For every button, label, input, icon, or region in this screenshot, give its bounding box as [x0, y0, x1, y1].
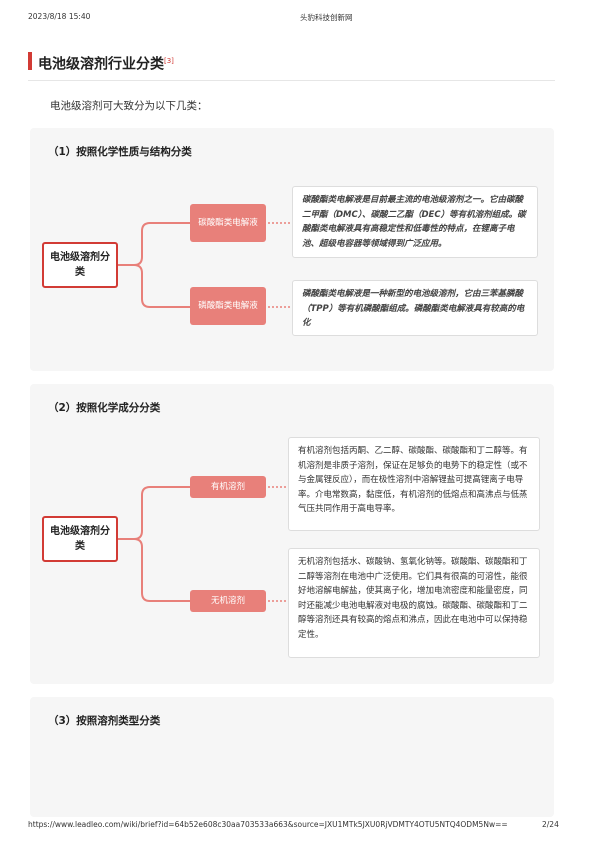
branch-node-carbonate: 碳酸酯类电解液 — [190, 204, 266, 242]
root-node: 电池级溶剂分类 — [42, 242, 118, 288]
section-chemical-composition-panel: （2）按照化学成分分类 电池级溶剂分类 有机溶剂 无机溶剂 有机溶剂包括丙酮、乙… — [30, 384, 554, 684]
reference-link[interactable]: [3] — [164, 57, 174, 65]
page-number: 2/24 — [542, 820, 559, 829]
print-header: 2023/8/18 15:40 头豹科技创新网 — [0, 8, 595, 22]
intro-text: 电池级溶剂可大致分为以下几类： — [50, 100, 208, 112]
branch-node-inorganic: 无机溶剂 — [190, 590, 266, 612]
section-title: （3）按照溶剂类型分类 — [48, 715, 161, 727]
print-footer: https://www.leadleo.com/wiki/brief?id=64… — [0, 818, 595, 832]
page-title: 电池级溶剂行业分类[3] — [38, 52, 174, 74]
title-divider — [28, 80, 555, 81]
mindmap-connectors — [118, 222, 292, 308]
root-node: 电池级溶剂分类 — [42, 516, 118, 562]
connector-branch-1 — [118, 486, 190, 540]
desc-inorganic: 无机溶剂包括水、碳酸钠、氢氧化钠等。碳酸酯、碳酸酯和丁二醇等溶剂在电池中广泛使用… — [288, 548, 540, 658]
branch-node-phosphate: 磷酸酯类电解液 — [190, 287, 266, 325]
title-accent-bar — [28, 52, 32, 70]
section-solvent-type-panel: （3）按照溶剂类型分类 — [30, 697, 554, 817]
connector-branch-2 — [133, 538, 190, 602]
desc-phosphate: 磷酸酯类电解液是一种新型的电池级溶剂，它由三苯基膦酸（TPP）等有机磷酸酯组成。… — [292, 280, 538, 336]
connector-branch-1 — [118, 222, 190, 266]
page-url: https://www.leadleo.com/wiki/brief?id=64… — [28, 820, 508, 829]
desc-organic: 有机溶剂包括丙酮、乙二醇、碳酸酯、碳酸酯和丁二醇等。有机溶剂是非质子溶剂，保证在… — [288, 437, 540, 531]
section-title: （2）按照化学成分分类 — [48, 402, 161, 414]
mindmap-connectors — [118, 486, 288, 602]
branch-node-organic: 有机溶剂 — [190, 476, 266, 498]
print-site-name: 头豹科技创新网 — [300, 13, 353, 22]
page-title-text: 电池级溶剂行业分类 — [38, 56, 164, 73]
desc-carbonate: 碳酸酯类电解液是目前最主流的电池级溶剂之一。它由碳酸二甲酯（DMC）、碳酸二乙酯… — [292, 186, 538, 258]
section-title: （1）按照化学性质与结构分类 — [48, 146, 192, 158]
print-date: 2023/8/18 15:40 — [28, 12, 91, 21]
section-chemical-nature-panel: （1）按照化学性质与结构分类 电池级溶剂分类 碳酸酯类电解液 磷酸酯类电解液 碳… — [30, 128, 554, 371]
connector-branch-2 — [133, 264, 190, 308]
